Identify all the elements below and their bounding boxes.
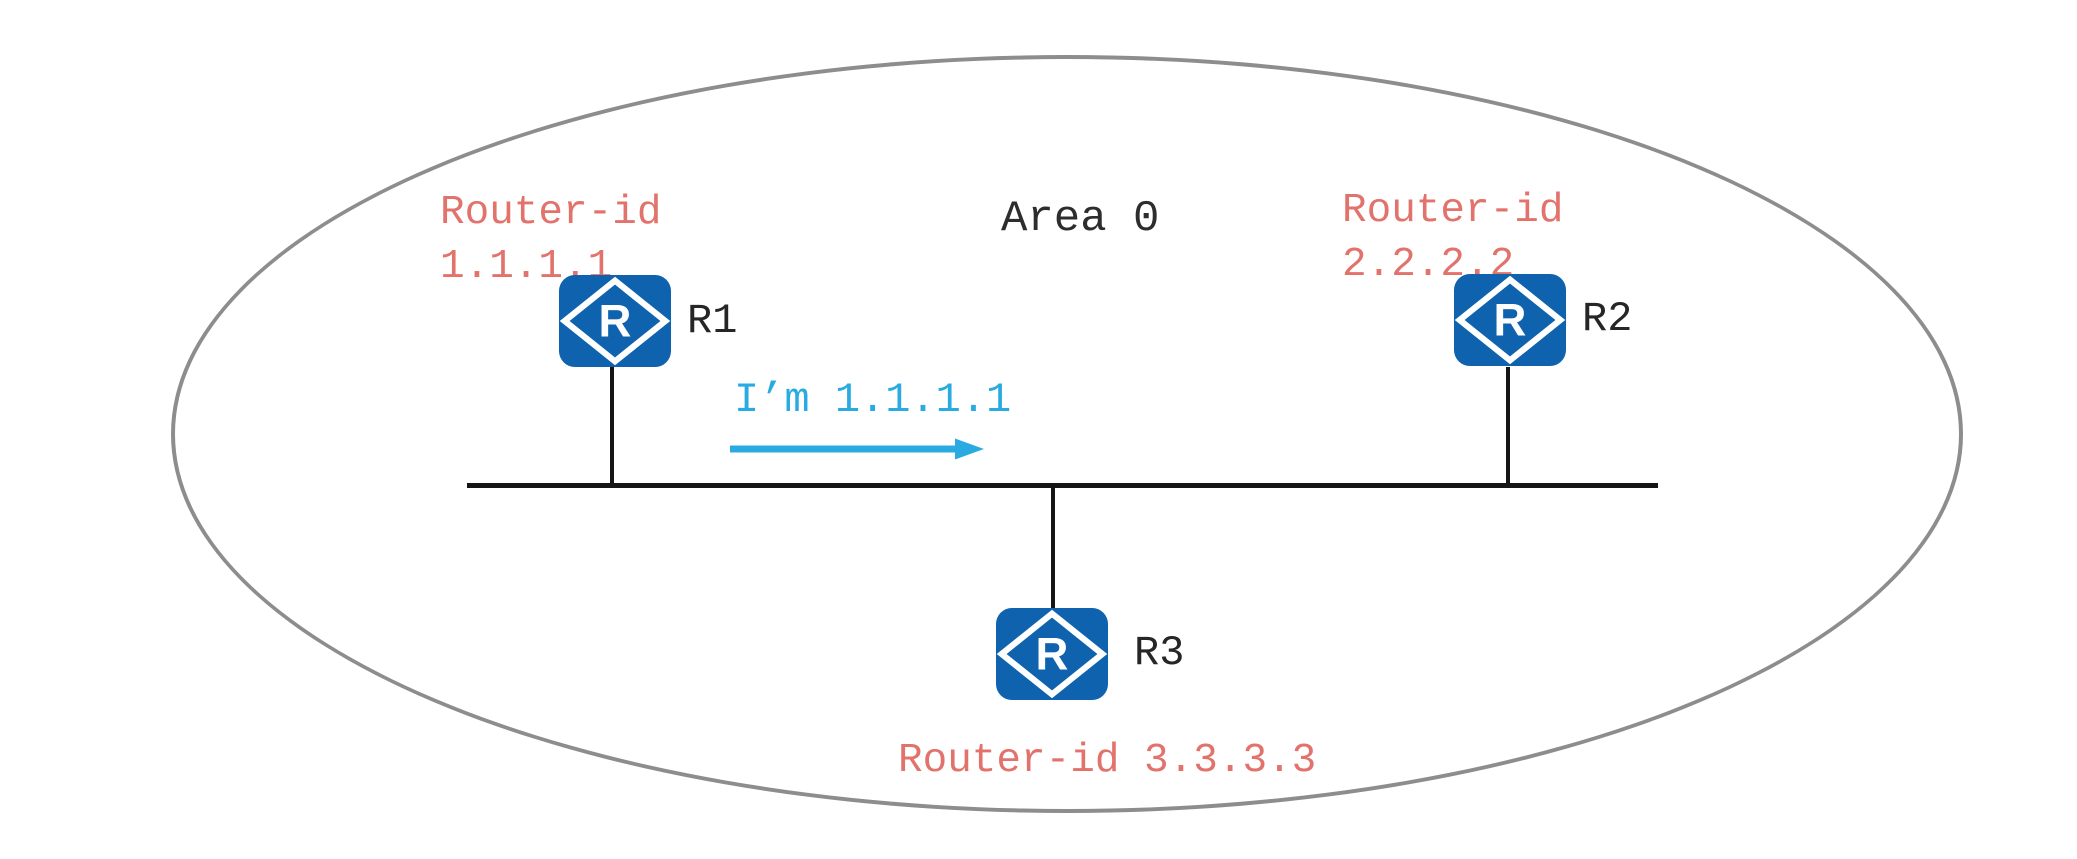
- area-label: Area 0: [1001, 194, 1160, 244]
- r3-router-id-label: Router-id 3.3.3.3: [898, 734, 1316, 788]
- r1-name-label: R1: [687, 297, 738, 345]
- r1-router-id-title: Router-id: [440, 190, 662, 236]
- r3-router-icon: R: [995, 607, 1109, 701]
- r3-router-icon-letter: R: [1036, 629, 1069, 680]
- r2-name-label: R2: [1582, 295, 1633, 343]
- r1-router-icon: R: [558, 274, 672, 368]
- r3-router-id-value: 3.3.3.3: [1144, 738, 1317, 784]
- r1-link-line: [610, 367, 614, 485]
- hello-announcement-text: I’m 1.1.1.1: [734, 376, 1012, 424]
- r2-router-icon-letter: R: [1494, 295, 1527, 346]
- r3-link-line: [1051, 486, 1055, 609]
- r3-router-id-space: [1119, 738, 1144, 784]
- hello-announcement-arrow-icon: [730, 438, 984, 460]
- r2-router-icon: R: [1453, 273, 1567, 367]
- r3-name-label: R3: [1134, 629, 1185, 677]
- network-bus-line: [467, 483, 1658, 488]
- area-boundary-ellipse: [171, 55, 1963, 813]
- r2-link-line: [1506, 367, 1510, 485]
- r2-router-id-title: Router-id: [1342, 188, 1564, 234]
- r1-router-icon-letter: R: [599, 296, 632, 347]
- r3-router-id-title: Router-id: [898, 738, 1120, 784]
